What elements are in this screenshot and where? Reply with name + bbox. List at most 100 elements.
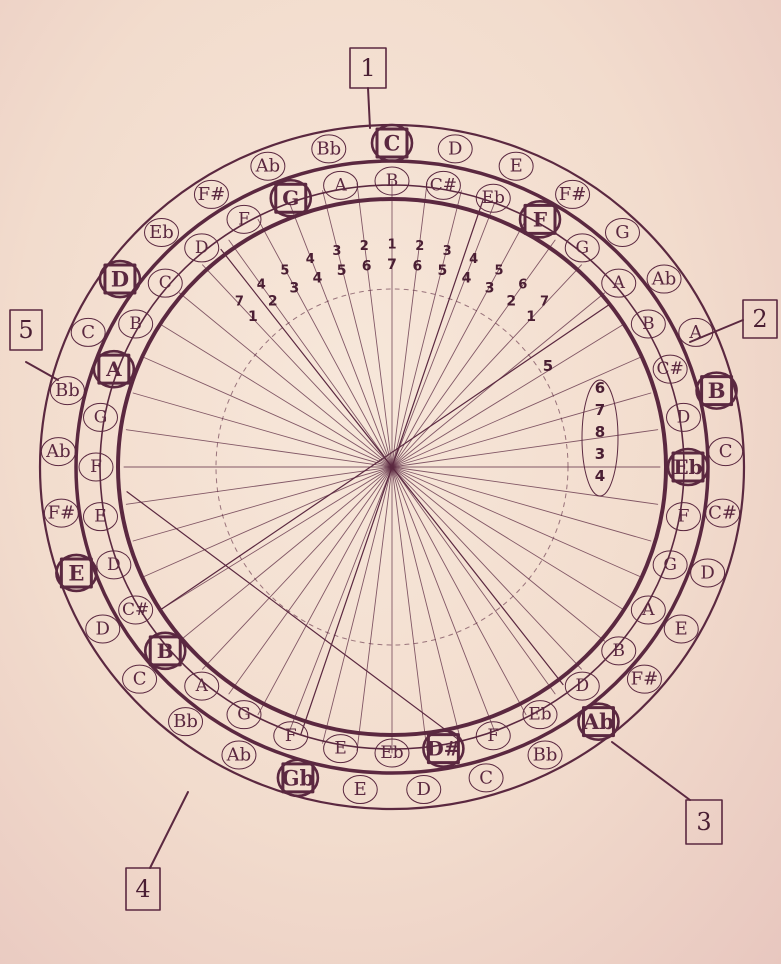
- inner-ring-note: Eb: [476, 184, 510, 212]
- inner-ring-note-label: A: [333, 175, 347, 195]
- inner-ring-note: G: [83, 403, 117, 431]
- radial-line: [126, 467, 392, 504]
- callout-pointer: [612, 742, 690, 800]
- radial-line: [160, 324, 392, 467]
- arc-number: 5: [280, 263, 289, 278]
- inner-ring-note-label: F: [487, 726, 499, 746]
- inner-ring-note: B: [119, 310, 153, 338]
- inner-ring-note-label: B: [642, 314, 655, 334]
- arc-number: 5: [495, 263, 504, 278]
- radial-line: [258, 219, 392, 467]
- inner-ring-note-label: A: [641, 600, 655, 620]
- inner-ring-note-label: F: [533, 207, 547, 231]
- inner-ring-note-label: D: [575, 676, 589, 696]
- outer-ring-note: Bb: [528, 741, 562, 769]
- side-number: 4: [595, 467, 605, 485]
- outer-ring-note: F#: [627, 665, 661, 693]
- inner-ring-note: G: [565, 234, 599, 262]
- outer-ring-note: C: [469, 764, 503, 792]
- inner-ring-note: A: [185, 672, 219, 700]
- outer-ring-note-label: Ab: [651, 269, 677, 290]
- inner-ring-note: F: [520, 201, 560, 237]
- inner-ring-note-label: D: [677, 407, 691, 427]
- arc-number: 2: [506, 294, 516, 310]
- radial-line: [258, 467, 392, 715]
- outer-ring-note: E: [343, 776, 377, 804]
- inner-ring-note-label: B: [129, 314, 142, 334]
- side-number: 7: [595, 401, 605, 419]
- arc-number: 3: [289, 281, 299, 297]
- outer-ring-note-label: D: [417, 779, 431, 800]
- outer-ring-note: E: [664, 615, 698, 643]
- outer-ring-note-label: F#: [198, 184, 226, 205]
- radial-line: [392, 467, 651, 541]
- callout-label: 5: [18, 316, 33, 344]
- callout-label: 2: [752, 305, 767, 333]
- side-number: 8: [595, 423, 605, 441]
- inner-ring-note: A: [602, 269, 636, 297]
- outer-ring-note-label: Bb: [55, 380, 80, 401]
- inner-ring-note: D: [565, 672, 599, 700]
- outer-ring-note: Gb: [278, 760, 318, 796]
- outer-ring-note: B: [697, 373, 737, 409]
- outer-ring-note-label: F#: [48, 503, 76, 524]
- radial-line: [160, 467, 392, 610]
- outer-ring-note-label: D: [96, 619, 110, 640]
- outer-ring-note-label: Bb: [316, 138, 341, 159]
- inner-ring-note: D: [97, 551, 131, 579]
- radial-line: [392, 183, 427, 467]
- arc-number: 7: [235, 295, 244, 310]
- side-number: 5: [543, 357, 553, 375]
- arc-number: 1: [526, 309, 536, 325]
- inner-ring-note-label: A: [612, 273, 626, 293]
- outer-ring-note: F#: [556, 180, 590, 208]
- callout-label: 3: [696, 808, 711, 836]
- inner-ring-note-label: B: [386, 171, 399, 191]
- radial-line: [392, 393, 651, 467]
- radial-line: [133, 393, 392, 467]
- inner-ring-note: D: [185, 234, 219, 262]
- outer-ring-note: D: [100, 261, 140, 297]
- outer-ring-note: C: [71, 318, 105, 346]
- arc-number: 4: [306, 252, 315, 267]
- outer-ring-note: D: [438, 135, 472, 163]
- outer-ring-note-label: F#: [559, 184, 587, 205]
- outer-ring-note-label: B: [708, 378, 726, 403]
- inner-ring-note: E: [324, 735, 358, 763]
- callout-4: 4: [126, 792, 188, 910]
- inner-ring-note: A: [631, 596, 665, 624]
- outer-ring-note-label: D: [448, 138, 462, 159]
- inner-ring-note-label: D: [195, 238, 209, 258]
- inner-ring-note: C#: [426, 171, 460, 199]
- arc-number: 3: [443, 244, 452, 259]
- arc-number: 5: [337, 263, 347, 279]
- outer-ring-note-label: F#: [631, 669, 659, 690]
- outer-ring-note-label: C: [479, 767, 493, 788]
- radial-line: [392, 467, 624, 610]
- inner-ring-note-label: Eb: [482, 188, 505, 208]
- inner-ring-note: B: [375, 167, 409, 195]
- outer-ring-note-label: C: [81, 322, 95, 343]
- outer-ring-note: G: [605, 219, 639, 247]
- outer-ring-note: D: [86, 615, 120, 643]
- inner-ring-note: Eb: [668, 449, 708, 485]
- callout-1: 1: [350, 48, 386, 128]
- outer-ring-note: Ab: [222, 741, 256, 769]
- inner-ring-note: G: [271, 180, 311, 216]
- arc-number: 4: [313, 270, 323, 286]
- inner-ring-note: A: [94, 351, 134, 387]
- callout-label: 1: [360, 54, 375, 82]
- inner-ring-note: G: [653, 551, 687, 579]
- outer-ring-note: F#: [44, 499, 78, 527]
- radial-line: [144, 358, 392, 467]
- inner-ring-note-label: D#: [426, 737, 460, 761]
- radial-line: [357, 183, 392, 467]
- inner-ring-note: Eb: [523, 701, 557, 729]
- inner-ring-note: C#: [119, 596, 153, 624]
- side-number: 6: [595, 379, 605, 397]
- inner-ring-note-label: Eb: [528, 705, 551, 725]
- arc-number: 7: [540, 295, 549, 310]
- radial-line: [392, 467, 461, 743]
